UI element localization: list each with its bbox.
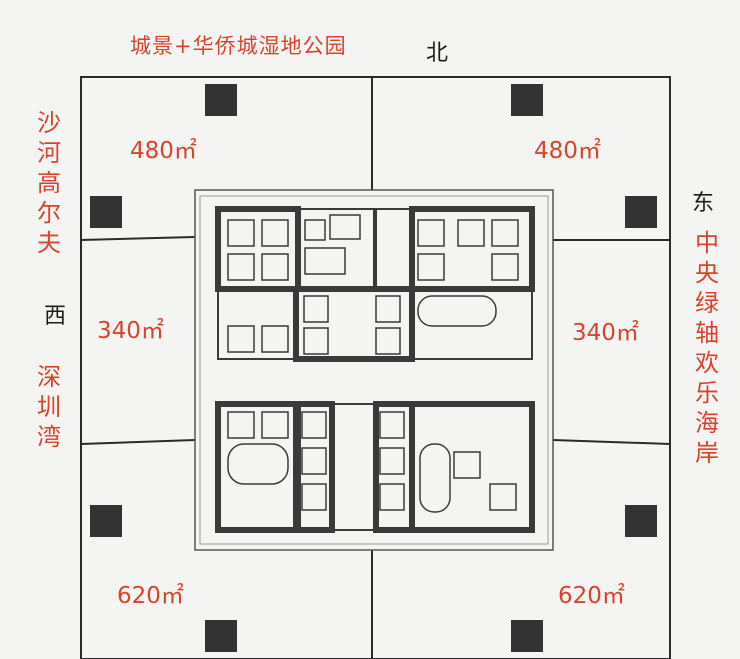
unit-area-sw: 620㎡ (117, 583, 184, 609)
view-title: 城景+华侨城湿地公园 (130, 34, 347, 58)
east-label: 东 (692, 191, 715, 216)
west-top-view-label: 沙河高尔夫 (37, 109, 61, 257)
column (90, 505, 122, 537)
building-outline (80, 76, 671, 659)
divider-east-lower (552, 439, 671, 445)
column (625, 505, 657, 537)
column (90, 196, 122, 228)
west-bottom-view-label: 深圳湾 (37, 363, 61, 451)
column (205, 620, 237, 652)
unit-area-nw: 480㎡ (130, 138, 197, 164)
unit-area-w: 340㎡ (97, 318, 164, 344)
east-view-label: 中央绿轴欢乐海岸 (695, 229, 719, 467)
divider-west-lower (80, 439, 196, 445)
column (511, 84, 543, 116)
north-label: 北 (426, 41, 449, 66)
core-inner-outline (199, 195, 549, 545)
column (625, 196, 657, 228)
column (511, 620, 543, 652)
column (205, 84, 237, 116)
lower-core (215, 401, 535, 533)
west-label: 西 (44, 304, 67, 329)
unit-area-se: 620㎡ (558, 583, 625, 609)
upper-core (215, 206, 535, 362)
unit-area-ne: 480㎡ (534, 138, 601, 164)
divider-west-upper (80, 236, 196, 241)
core-outline (194, 189, 554, 551)
unit-area-e: 340㎡ (572, 320, 639, 346)
